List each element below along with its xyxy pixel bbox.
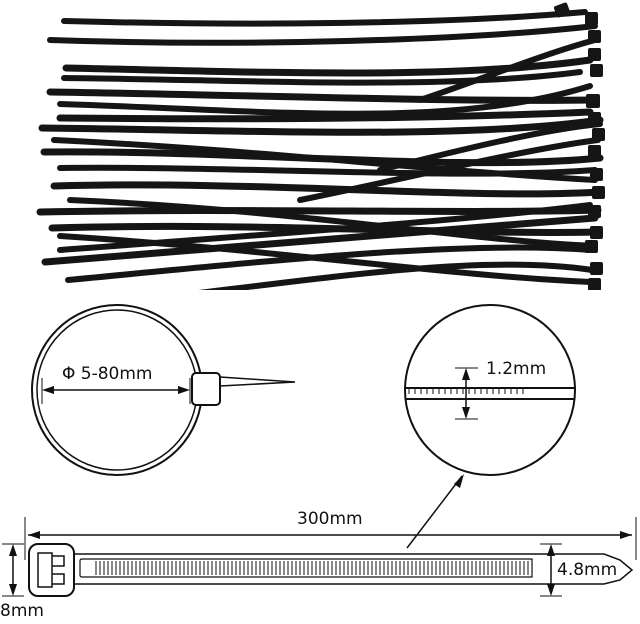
- length-label: 300mm: [297, 509, 363, 529]
- thickness-label: 1.2mm: [486, 359, 547, 379]
- diameter-label: Φ 5-80mm: [62, 364, 153, 384]
- head-height-label: 8mm: [0, 601, 44, 621]
- width-label: 4.8mm: [557, 560, 618, 580]
- cable-ties-photo: [36, 2, 605, 290]
